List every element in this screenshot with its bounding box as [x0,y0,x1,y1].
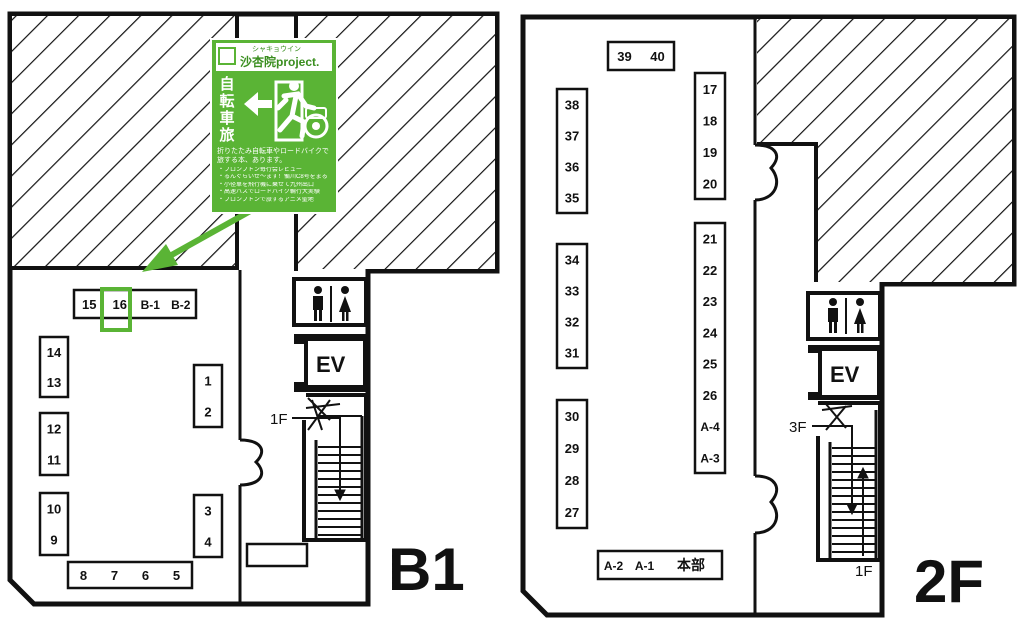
booth-block-f2 [555,398,589,530]
booth-40[interactable]: 40 [650,49,664,64]
f2-floor-plan: EV 3F 1F 2F [520,14,1017,618]
f2-stairs-up-label: 3F [789,419,807,436]
circle-logo-icon [218,47,236,65]
booth-22[interactable]: 22 [703,263,717,278]
booth-block-f2 [555,87,589,215]
promo-card[interactable]: シャキョウイン 沙杏院project. 自転車旅 折りたたみ自転車やロードバイク… [210,38,338,214]
booth-17[interactable]: 17 [703,82,717,97]
booth-23[interactable]: 23 [703,294,717,309]
toilet-icon [313,286,351,322]
promo-bullet: ・るんぐらいぜ〜ます！備川C8号をまる [218,174,328,181]
f2-door-lower [754,474,778,535]
f2-ev-label: EV [830,362,860,387]
arrow-left-icon [244,92,272,116]
booth-35[interactable]: 35 [565,191,579,206]
b1-stairs-label: 1F [270,411,288,428]
booth-a2[interactable]: A-2 [604,559,624,573]
f2-toilet-room [806,291,882,341]
booth-block-b1 [72,288,198,320]
booth-38[interactable]: 38 [565,98,579,113]
booth-9[interactable]: 9 [50,533,57,548]
booth-b2[interactable]: B-2 [171,298,191,312]
b1-storage-box [245,542,309,568]
booth-21[interactable]: 21 [703,232,717,247]
booth-block-b1 [38,491,70,557]
booth-30[interactable]: 30 [565,409,579,424]
booth-a1[interactable]: A-1 [635,559,655,573]
booth-14[interactable]: 14 [47,345,62,360]
booth-31[interactable]: 31 [565,346,579,361]
booth-24[interactable]: 24 [703,325,718,340]
booth-block-b1 [38,335,70,399]
f2-hatched-area [757,19,1012,282]
booth-39[interactable]: 39 [617,49,631,64]
booth-block-f2 [606,40,676,72]
promo-bullet-list: ・プロンプトン毎行会レビュー ・るんぐらいぜ〜ます！備川C8号をまる ・小径車を… [218,167,336,204]
promo-bullet: ・プロンプトン毎行会レビュー [218,167,302,173]
booth-20[interactable]: 20 [703,176,717,191]
booth-16[interactable]: 16 [113,297,127,312]
booth-block-f2 [555,242,589,370]
booth-10[interactable]: 10 [47,502,61,517]
booth-18[interactable]: 18 [703,113,717,128]
booth-block-b1 [38,411,70,477]
booth-block-b1 [66,560,194,590]
b1-hatched-area-left [12,16,237,268]
booth-11[interactable]: 11 [47,453,61,468]
booth-7[interactable]: 7 [111,568,118,583]
booth-29[interactable]: 29 [565,441,579,456]
booth-block-b1 [192,363,224,429]
booth-hq[interactable]: 本部 [677,557,705,573]
booth-15[interactable]: 15 [82,297,96,312]
booth-37[interactable]: 37 [565,129,579,144]
booth-26[interactable]: 26 [703,388,717,403]
b1-floor-label: B1 [388,536,465,603]
booth-36[interactable]: 36 [565,160,579,175]
booth-6[interactable]: 6 [142,568,149,583]
booth-5[interactable]: 5 [173,568,180,583]
f2-stairs [812,401,882,562]
booth-block-f2 [693,71,727,201]
booth-32[interactable]: 32 [565,315,579,330]
booth-a3[interactable]: A-3 [700,451,720,465]
booth-33[interactable]: 33 [565,284,579,299]
b1-door [239,438,263,487]
b1-ev-label: EV [316,352,346,377]
toilet-icon [828,298,866,334]
b1-stairs [292,393,368,542]
booth-b1[interactable]: B-1 [141,298,161,312]
booth-27[interactable]: 27 [565,505,579,520]
booth-8[interactable]: 8 [80,568,87,583]
booth-25[interactable]: 25 [703,357,717,372]
booth-28[interactable]: 28 [565,473,579,488]
promo-title: 沙杏院project. [240,55,320,69]
emergency-exit-icon [244,80,329,142]
f2-door-upper [754,143,778,202]
promo-bullet: ・小径車を飛行機に乗せて九州出口 [218,181,315,188]
promo-bullet: ・高速バスでロードバイク輪行大実験 [218,189,320,196]
booth-block-f2 [693,221,727,475]
highlight-booth-frame[interactable] [100,287,132,332]
booth-a4[interactable]: A-4 [700,420,720,434]
promo-vertical-title: 自転車旅 [219,76,235,144]
promo-bullet: ・プロンプトンで旅するアニメ聖地 [218,196,314,203]
f2-floor-label: 2F [914,548,984,615]
booth-block-f2 [596,549,724,581]
booth-block-b1 [192,493,224,559]
f2-stairs-down-label: 1F [855,563,873,580]
promo-ruby: シャキョウイン [252,46,301,53]
booth-2[interactable]: 2 [204,405,211,420]
promo-header: シャキョウイン 沙杏院project. [216,43,332,71]
promo-description: 折りたたみ自転車やロードバイクで旅する本、あります。 [217,148,329,164]
booth-13[interactable]: 13 [47,375,61,390]
booth-19[interactable]: 19 [703,145,717,160]
booth-12[interactable]: 12 [47,422,61,437]
booth-4[interactable]: 4 [204,535,212,550]
booth-1[interactable]: 1 [204,374,211,389]
booth-34[interactable]: 34 [565,253,580,268]
booth-3[interactable]: 3 [204,504,211,519]
